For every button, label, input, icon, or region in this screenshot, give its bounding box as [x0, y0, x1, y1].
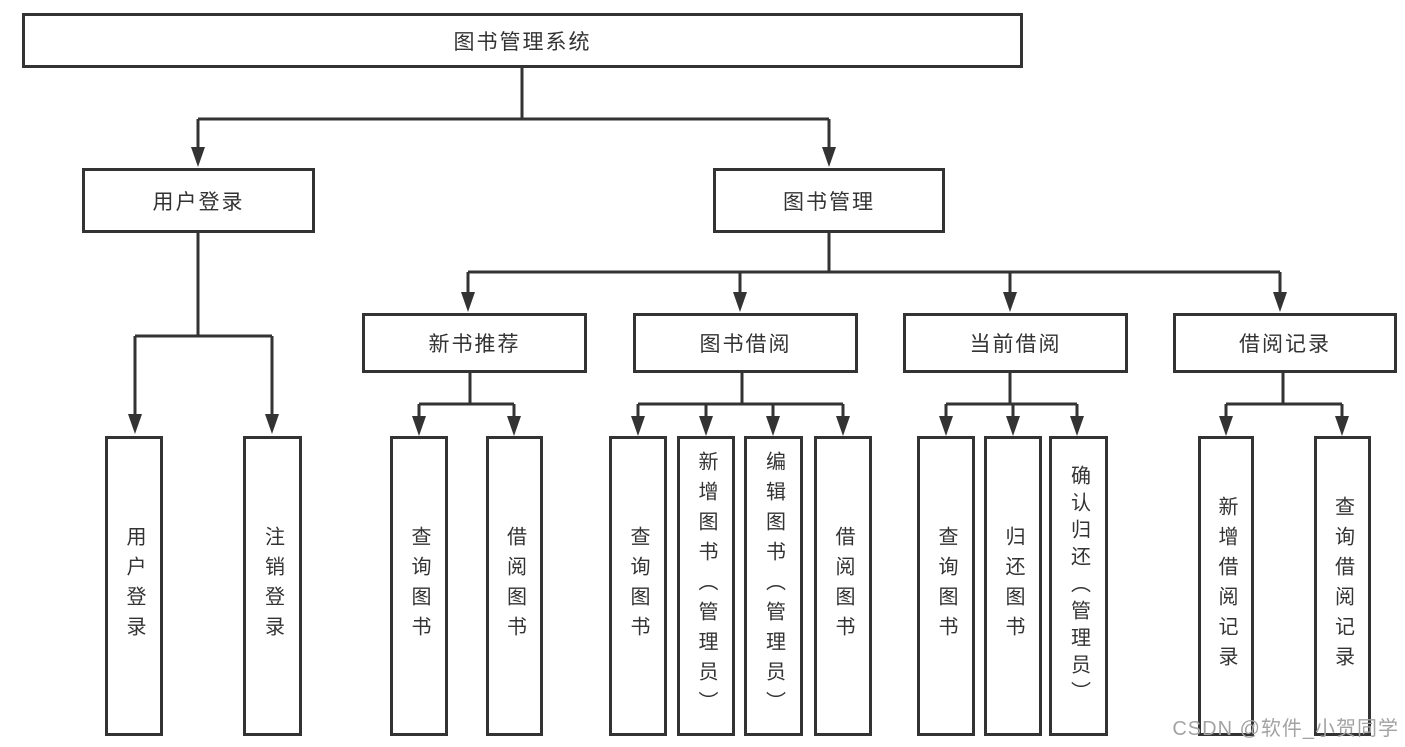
leaf-edit-book-label: 编辑图书（管理员） — [762, 451, 785, 721]
leaf-logout-label: 注销登录 — [261, 526, 284, 646]
arrow-down-icon — [1006, 416, 1020, 436]
node-book-borrow: 图书借阅 — [633, 313, 858, 373]
leaf-user-login-label: 用户登录 — [123, 526, 145, 646]
arrow-down-icon — [1335, 416, 1349, 436]
arrow-down-icon — [766, 416, 780, 436]
arrow-down-icon — [822, 147, 836, 167]
leaf-logout: 注销登录 — [243, 436, 302, 736]
edge-newbook-to-leaves — [417, 373, 516, 417]
node-new-book-recommend-label: 新书推荐 — [428, 333, 521, 356]
node-book-management-label: 图书管理 — [783, 190, 875, 214]
arrow-down-icon — [733, 292, 747, 312]
leaf-borrow-book-2: 借阅图书 — [814, 436, 872, 736]
leaf-query-book-2-label: 查询图书 — [627, 526, 649, 646]
arrow-down-icon — [631, 416, 645, 436]
leaf-query-borrow-record-label: 查询借阅记录 — [1331, 496, 1354, 676]
edge-borrowrecord-to-leaves — [1224, 373, 1344, 417]
arrowheads — [128, 147, 1349, 436]
leaf-borrow-book-1: 借阅图书 — [486, 436, 543, 736]
node-borrow-record: 借阅记录 — [1173, 313, 1397, 373]
edge-currentborrow-to-leaves — [944, 373, 1079, 417]
arrow-down-icon — [1003, 292, 1017, 312]
edge-userlogin-to-leaves — [133, 233, 274, 415]
leaf-query-book-3: 查询图书 — [917, 436, 975, 736]
node-root: 图书管理系统 — [22, 13, 1023, 68]
node-user-login: 用户登录 — [82, 168, 315, 233]
leaf-return-book-label: 归还图书 — [1002, 526, 1024, 646]
node-root-label: 图书管理系统 — [453, 30, 592, 54]
leaf-add-book-label: 新增图书（管理员） — [695, 451, 717, 721]
node-book-borrow-label: 图书借阅 — [699, 333, 792, 356]
edge-bookborrow-to-leaves — [636, 373, 845, 417]
leaf-return-book: 归还图书 — [984, 436, 1042, 736]
leaf-add-borrow-record: 新增借阅记录 — [1198, 436, 1254, 736]
leaf-confirm-return: 确认归还（管理员） — [1049, 436, 1108, 736]
arrow-down-icon — [836, 416, 850, 436]
leaf-user-login: 用户登录 — [105, 436, 163, 736]
node-current-borrow: 当前借阅 — [903, 313, 1128, 373]
leaf-add-borrow-record-label: 新增借阅记录 — [1215, 496, 1237, 676]
csdn-watermark: CSDN @软件_小贺同学 — [1172, 718, 1399, 740]
leaf-query-borrow-record: 查询借阅记录 — [1314, 436, 1371, 736]
arrow-down-icon — [1219, 416, 1233, 436]
arrow-down-icon — [1273, 292, 1287, 312]
node-user-login-label: 用户登录 — [152, 190, 245, 214]
leaf-borrow-book-1-label: 借阅图书 — [503, 526, 526, 646]
arrow-down-icon — [699, 416, 713, 436]
leaf-query-book-1: 查询图书 — [390, 436, 448, 736]
arrow-down-icon — [507, 416, 521, 436]
leaf-query-book-2: 查询图书 — [609, 436, 667, 736]
node-current-borrow-label: 当前借阅 — [969, 333, 1062, 356]
arrow-down-icon — [939, 416, 953, 436]
arrow-down-icon — [461, 292, 475, 312]
arrow-down-icon — [128, 414, 142, 434]
node-book-management: 图书管理 — [713, 168, 945, 233]
leaf-query-book-1-label: 查询图书 — [408, 526, 430, 646]
edge-root-to-level2 — [196, 68, 831, 149]
edge-bookmgmt-to-level3 — [466, 233, 1282, 293]
leaf-query-book-3-label: 查询图书 — [935, 526, 957, 646]
leaf-add-book: 新增图书（管理员） — [677, 436, 735, 736]
node-borrow-record-label: 借阅记录 — [1239, 333, 1331, 356]
arrow-down-icon — [191, 147, 205, 167]
leaf-edit-book: 编辑图书（管理员） — [744, 436, 803, 736]
arrow-down-icon — [1070, 416, 1084, 436]
leaf-confirm-return-label: 确认归还（管理员） — [1067, 464, 1090, 708]
arrow-down-icon — [265, 414, 279, 434]
arrow-down-icon — [412, 416, 426, 436]
leaf-borrow-book-2-label: 借阅图书 — [832, 526, 854, 646]
node-new-book-recommend: 新书推荐 — [362, 313, 587, 373]
